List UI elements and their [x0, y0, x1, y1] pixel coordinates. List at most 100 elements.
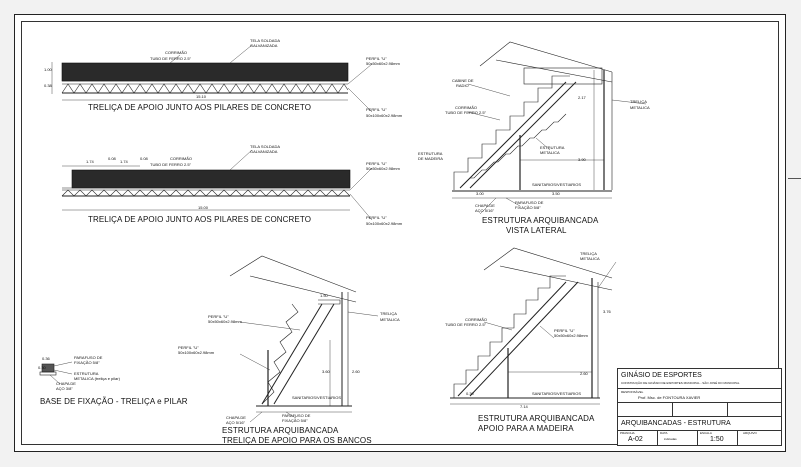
title-block-project-row: GINÁSIO DE ESPORTES CONSTRUÇÃO DE GINÁSI… [618, 369, 781, 389]
truss-1-profile-top-dim: 50x50x60x2.98mm [366, 61, 400, 66]
truss-1-handrail-label: CORRIMÃO [165, 50, 187, 55]
benches-bolt-label: PARAFUSO DE [282, 413, 311, 418]
lateral-dim-3: 2.17 [578, 95, 586, 100]
wood-dim-3: 2.60 [580, 371, 588, 376]
drawing-name: ARQUIBANCADAS - ESTRUTURA [621, 420, 731, 427]
wood-view-subtitle: APOIO PARA A MADEIRA [478, 424, 574, 433]
wood-restrooms-label: SANITARIOS/VESTIARIOS [532, 391, 582, 396]
truss-1-height-1: 1.00 [44, 67, 52, 72]
truss-2-length: 15.00 [198, 205, 209, 210]
truss-1-mesh-label: TELA SOLDADA [250, 38, 281, 43]
date-cell: DATA indicadas [658, 431, 698, 445]
wood-dim-1: 7.14 [520, 404, 528, 409]
benches-dim-2: 2.60 [352, 369, 360, 374]
lateral-view [452, 41, 647, 215]
scale-label: ESCALA [700, 431, 712, 435]
project-subtitle: CONSTRUÇÃO DE GINÁSIO DE ESPORTES MUNICI… [621, 381, 740, 385]
truss-2-mesh-label: TELA SOLDADA [250, 144, 281, 149]
truss-2-title: TRELIÇA DE APOIO JUNTO AOS PILARES DE CO… [88, 215, 312, 224]
wood-truss-metal-label: METALICA [580, 256, 600, 261]
lateral-wood-label: DE MADEIRA [418, 156, 443, 161]
title-block-drawing-row: ARQUIBANCADAS - ESTRUTURA [618, 417, 781, 431]
lateral-metal-structure-label: ESTRUTURA [540, 145, 565, 150]
wood-view-title: ESTRUTURA ARQUIBANCADA [478, 414, 595, 423]
truss-1-galvanized-label: GALVANIZADA [250, 43, 278, 48]
scale-cell: ESCALA 1:50 [698, 431, 738, 445]
project-name: GINÁSIO DE ESPORTES [621, 372, 702, 379]
truss-2-profile-bottom-dim: 50x100x60x2.98mm [366, 221, 403, 226]
lateral-handrail-label: CORRIMÃO [455, 105, 477, 110]
base-fixing-label: FIXAÇÃO 5/8" [74, 360, 100, 365]
benches-profile-2-label: PERFIL "U" [178, 345, 199, 350]
base-metal-label: METALICA (treliça e pilar) [74, 376, 120, 381]
sheet-edge-mark [788, 178, 801, 179]
title-block-blank-row [618, 403, 781, 417]
lateral-metal-label: METALICA [540, 150, 560, 155]
lateral-view-title: ESTRUTURA ARQUIBANCADA [482, 216, 599, 225]
wood-truss-label: TRELIÇA [580, 251, 597, 256]
author-label: RESPONSÁVEL [621, 390, 644, 394]
truss-2-dim-2: 0.08 [108, 156, 116, 161]
lateral-bolt-label: PARAFUSO DE [515, 200, 544, 205]
benches-steel-label: AÇO 5/16" [226, 420, 245, 425]
benches-profile-2-dim: 50x100x60x2.98mm [178, 350, 215, 355]
lateral-wood-structure-label: ESTRUTURA [418, 151, 443, 156]
sheet-number: A-02 [628, 436, 643, 443]
truss-1-pipe-label: TUBO DE FERRO 2.5" [150, 56, 191, 61]
scale-value: 1:50 [710, 436, 724, 443]
wood-dim-4: 0.30 [466, 391, 474, 396]
benches-view-subtitle: TRELIÇA DE APOIO PARA OS BANCOS [222, 436, 372, 445]
base-detail [39, 361, 73, 385]
truss-1-profile-bottom-label: PERFIL "U" [366, 107, 387, 112]
title-block-author-row: RESPONSÁVEL Prof. Msc. de FONTOURA XAVIE… [618, 389, 781, 403]
truss-1-profile-top-label: PERFIL "U" [366, 56, 387, 61]
wood-profile-label: PERFIL "U" [554, 328, 575, 333]
base-dim-2: 0.30 [38, 365, 46, 370]
truss-2-dim-4: 0.08 [140, 156, 148, 161]
lateral-fixing-label: FIXAÇÃO 5/8" [515, 205, 541, 210]
lateral-truss-metal-label: METALICA [630, 105, 650, 110]
benches-profile-1-dim: 50x50x60x2.98mm [208, 319, 242, 324]
drawing-sheet [14, 14, 786, 452]
benches-view-title: ESTRUTURA ARQUIBANCADA [222, 426, 339, 435]
title-block-sheet-row: PRANCHA A-02 DATA indicadas ESCALA 1:50 … [618, 431, 781, 445]
lateral-plate-label: CHAPA DE [475, 203, 495, 208]
wood-view [450, 247, 617, 405]
benches-truss-label: TRELIÇA [380, 311, 397, 316]
lateral-restrooms-label: SANITARIOS/VESTIARIOS [532, 182, 582, 187]
wood-pipe-label: TUBO DE FERRO 2.5" [445, 322, 486, 327]
date-label: DATA [660, 431, 668, 435]
lateral-view-subtitle: VISTA LATERAL [506, 226, 567, 235]
benches-plate-label: CHAPA DE [226, 415, 246, 420]
wood-dim-2: 3.76 [603, 309, 611, 314]
benches-restrooms-label: SANITARIOS/VESTIARIOS [292, 395, 342, 400]
truss-2-pipe-label: TUBO DE FERRO 2.5" [150, 162, 191, 167]
base-bolt-label: PARAFUSO DE [74, 355, 103, 360]
file-label: ARQUIVO [743, 431, 757, 435]
lateral-steel-label: AÇO 5/16" [475, 208, 494, 213]
benches-dim-1: 1.50 [320, 293, 328, 298]
wood-profile-dim: 50x50x60x2.98mm [554, 333, 588, 338]
base-plate-label: CHAPA DE [56, 381, 76, 386]
benches-truss-metal-label: METALICA [380, 317, 400, 322]
author-name: Prof. Msc. de FONTOURA XAVIER [638, 395, 701, 400]
benches-fixing-label: FIXAÇÃO 5/8" [282, 418, 308, 423]
sheet-label: PRANCHA [620, 431, 635, 435]
lateral-radio-label: RADIO [456, 83, 469, 88]
lateral-truss-label: TRELIÇA [630, 99, 647, 104]
truss-2-profile-top-label: PERFIL "U" [366, 161, 387, 166]
truss-2-dim-3: 1.74 [120, 159, 128, 164]
base-detail-title: BASE DE FIXAÇÃO - TRELIÇA e PILAR [40, 397, 188, 406]
truss-2-handrail-label: CORRIMÃO [170, 156, 192, 161]
base-steel-label: AÇO 3/8" [56, 386, 73, 391]
truss-1 [51, 44, 373, 113]
sheet-cell: PRANCHA A-02 [618, 431, 658, 445]
truss-2 [61, 149, 373, 221]
lateral-dim-2: 3.50 [552, 191, 560, 196]
benches-view [229, 255, 379, 423]
sheet-border [21, 21, 779, 445]
lateral-dim-1: 3.00 [476, 191, 484, 196]
truss-1-length: 15.10 [196, 94, 207, 99]
truss-2-dim-1: 1.74 [86, 159, 94, 164]
